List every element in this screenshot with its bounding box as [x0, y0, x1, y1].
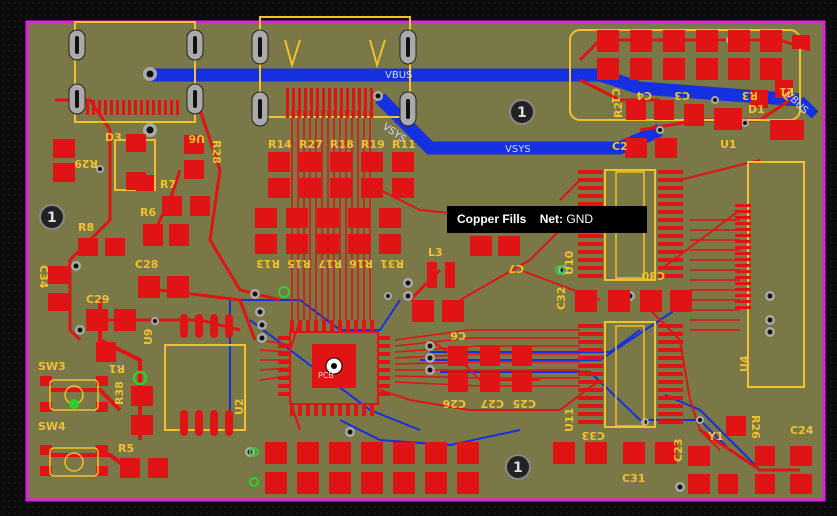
net-label-vbus: VBUS [385, 70, 412, 81]
usb-connector-pads [68, 29, 417, 127]
mcu-logo-text: PCB [318, 371, 334, 380]
label-r13: R13 [256, 257, 280, 270]
label-r28: R28 [210, 140, 223, 164]
label-l3: L3 [428, 246, 443, 259]
label-r26: R26 [749, 415, 762, 439]
label-u6: U6 [188, 132, 205, 145]
label-c26: C26 [442, 397, 466, 410]
label-r11: R11 [392, 138, 416, 151]
label-sw3: SW3 [38, 360, 66, 373]
mcu-body [289, 331, 379, 405]
smd-pads [40, 30, 812, 494]
label-c34: C34 [37, 265, 50, 289]
marker-1-bottom: 1 [505, 454, 531, 480]
label-c7: C7 [508, 262, 524, 275]
marker-text-1: 1 [47, 210, 57, 226]
tooltip-net-value: GND [566, 212, 594, 226]
label-c6: C6 [450, 329, 466, 342]
label-l1: L1 [779, 85, 794, 98]
label-c32: C32 [555, 287, 568, 310]
label-c30: C30 [641, 269, 665, 282]
label-r16: R16 [349, 257, 373, 270]
label-c29: C29 [86, 293, 109, 306]
label-r38: R38 [113, 381, 126, 405]
label-u11: U11 [563, 408, 576, 432]
label-c27: C27 [481, 397, 504, 410]
ic-pins [86, 88, 751, 436]
label-r1: R1 [109, 362, 125, 375]
label-d3: D3 [105, 131, 122, 144]
label-c24: C24 [790, 424, 814, 437]
switch-sw4 [49, 447, 99, 477]
marker-1-left: 1 [39, 204, 65, 230]
label-c33: C33 [582, 429, 605, 442]
label-r5: R5 [118, 442, 134, 455]
label-r31: R31 [380, 257, 404, 270]
label-r29: R29 [74, 157, 98, 170]
label-d1: D1 [748, 103, 765, 116]
tooltip-title: Copper Fills [457, 212, 527, 226]
label-c23: C23 [672, 439, 685, 462]
switch-sw3-center [69, 399, 79, 409]
label-u10: U10 [563, 250, 576, 275]
label-u9: U9 [142, 328, 155, 345]
label-u1: U1 [720, 138, 737, 151]
label-c1: C1 [609, 88, 622, 104]
marker-text-3: 1 [513, 460, 523, 476]
label-r14: R14 [268, 138, 292, 151]
label-c2: C2 [612, 140, 628, 153]
label-r27: R27 [299, 138, 323, 151]
label-c4: C4 [636, 89, 652, 102]
label-r15: R15 [287, 257, 311, 270]
label-y1: Y1 [707, 430, 724, 443]
header-pads [265, 442, 479, 494]
tooltip-net-label: Net: [539, 212, 564, 226]
label-c31: C31 [622, 472, 645, 485]
label-c3: C3 [674, 89, 690, 102]
label-r17: R17 [318, 257, 342, 270]
label-r19: R19 [361, 138, 385, 151]
hover-tooltip: Copper Fills Net: GND [447, 206, 647, 233]
label-r6: R6 [140, 206, 156, 219]
label-sw4: SW4 [38, 420, 66, 433]
label-u4: U4 [738, 355, 751, 372]
label-c28: C28 [135, 258, 158, 271]
label-r2: R2 [612, 102, 625, 118]
mcu-logo: PCB [318, 357, 343, 380]
board-outline [25, 20, 826, 502]
label-u2: U2 [233, 398, 246, 415]
marker-1-top: 1 [509, 99, 535, 125]
net-label-vsys: VSYS [505, 144, 531, 155]
label-r8: R8 [78, 221, 94, 234]
label-r3: R3 [742, 89, 758, 102]
label-r18: R18 [330, 138, 354, 151]
label-c25: C25 [513, 397, 536, 410]
marker-text-2: 1 [517, 105, 527, 121]
label-r7: R7 [160, 178, 176, 191]
